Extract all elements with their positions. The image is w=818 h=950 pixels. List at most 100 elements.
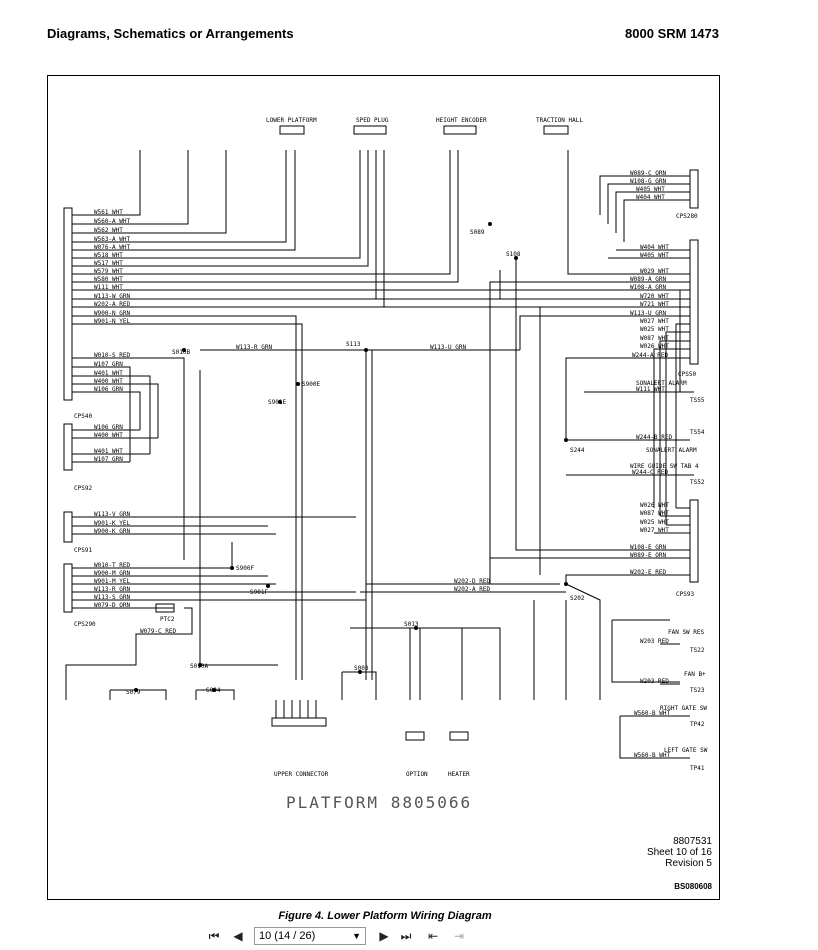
last-page-icon[interactable]: ⏭	[400, 929, 412, 943]
splice-s113	[364, 348, 368, 352]
next-page-icon[interactable]: ▶	[379, 929, 389, 943]
wg-tab4-label: WIRE GUIDE SW TAB 4	[630, 463, 699, 470]
b-can-wire-8: W113-U GRN	[630, 310, 667, 317]
wire-w079c: W079-C RED	[140, 628, 177, 635]
splice-s202	[564, 582, 568, 586]
fan-b-label: FAN B+	[684, 671, 706, 678]
a-can-wire-7: W517 WHT	[94, 260, 123, 267]
go-back-icon[interactable]: ⇤	[427, 929, 439, 943]
b-can-wire-10: W025 WHT	[640, 326, 669, 333]
upper-connector-label: UPPER CONNECTOR	[274, 771, 329, 778]
upper-connector-body	[271, 717, 327, 727]
sheet-info: 8807531 Sheet 10 of 16 Revision 5 BS0806…	[612, 836, 712, 892]
b-can-wire-11: W087 WHT	[640, 335, 669, 342]
wiring-diagram: LOWER PLATFORM SPED PLUG HEIGHT ENCODER …	[63, 117, 708, 812]
chevron-down-icon: ▼	[352, 931, 361, 941]
handle-wire-7: W202-E RED	[630, 569, 667, 576]
tp41-label: TP41	[690, 765, 705, 772]
splice-s202-label: S202	[570, 595, 585, 602]
can-port-wire-3: W900-K GRN	[94, 528, 131, 535]
splice-s004	[212, 688, 216, 692]
first-page-icon[interactable]: ⏮	[208, 929, 220, 943]
splice-s108-label: S108	[506, 251, 521, 258]
ptc2-label: PTC2	[160, 616, 175, 623]
splice-s010b-label: S010B	[172, 349, 190, 356]
a-can-wire-6: W518 WHT	[94, 252, 123, 259]
go-forward-icon[interactable]: ⇥	[453, 929, 465, 943]
b-can-wire-5: W108-A GRN	[630, 284, 667, 291]
mt-lower-wire-1: W106 GRN	[94, 424, 123, 431]
b-can-wire-2: W405 WHT	[640, 252, 669, 259]
height-encoder-label: HEIGHT ENCODER	[436, 117, 487, 124]
b-can-wire-6: W720 WHT	[640, 293, 669, 300]
can-port-connector-body	[63, 511, 73, 543]
tp42-label: TP42	[690, 721, 705, 728]
b-can-wire-3: W029 WHT	[640, 268, 669, 275]
ts55-label: TS55	[690, 397, 705, 404]
heater-label: HEATER	[448, 771, 470, 778]
can-port-wire-1: W113-V GRN	[94, 511, 131, 518]
a-can-wire-11: W113-W GRN	[94, 293, 131, 300]
sheet-number: Sheet 10 of 16	[646, 847, 712, 858]
wire-w203a: W203 RED	[640, 638, 669, 645]
a-can-wire-4: W563-A WHT	[94, 236, 131, 243]
height-encoder-connector-body	[443, 125, 477, 135]
right-gate-sw2-label: RIGHT GATE SW	[660, 705, 707, 712]
ts23-label: TS23	[690, 687, 705, 694]
splice-s900e-label: S900E	[302, 381, 320, 388]
page-header: Diagrams, Schematics or Arrangements 800…	[47, 26, 719, 46]
b-can-connector-body	[689, 239, 699, 365]
splice-s003-label: S003	[354, 665, 369, 672]
previous-page-icon[interactable]: ◀	[233, 929, 243, 943]
splice-s013-label: S013	[404, 621, 419, 628]
b-can-wire-4: W089-A GRN	[630, 276, 667, 283]
splice-s901f-label: S901F	[250, 589, 268, 596]
a-can-wire-2: W560-A WHT	[94, 218, 131, 225]
handle-wire-2: W087 WHT	[640, 510, 669, 517]
splice-s079-label: S079	[126, 689, 141, 696]
splice-s089-label: S089	[470, 229, 485, 236]
dash-id: CPS290	[74, 621, 96, 628]
option-label: OPTION	[406, 771, 428, 778]
ts22-label: TS22	[690, 647, 705, 654]
sonalert-top-label: SONALERT ALARM	[636, 380, 687, 387]
section-title: Diagrams, Schematics or Arrangements	[47, 26, 294, 41]
a-can-wire-3: W562 WHT	[94, 227, 123, 234]
wire-w244b: W244-B RED	[636, 434, 673, 441]
dash-wire-6: W079-D ORN	[94, 602, 131, 609]
ts54-label: TS54	[690, 429, 705, 436]
splice-s244	[564, 438, 568, 442]
splice-s108	[514, 256, 518, 260]
a-can-wire-12: W202-A RED	[94, 301, 131, 308]
handle-wire-1: W026 WHT	[640, 502, 669, 509]
handle-wire-3: W025 WHT	[640, 519, 669, 526]
wire-w203b: W203 RED	[640, 678, 669, 685]
sped-plug-label: SPED PLUG	[356, 117, 389, 124]
drawing-number: 8807531	[673, 836, 712, 847]
ts52-label: TS52	[690, 479, 705, 486]
multi-turn-connector-body	[63, 423, 73, 471]
can-port-wire-2: W901-K YEL	[94, 520, 131, 527]
diagram-frame	[47, 75, 720, 900]
splice-s113-label: S113	[346, 341, 361, 348]
multi-turn-id: CPS92	[74, 485, 92, 492]
dash-wire-2: W900-M GRN	[94, 570, 131, 577]
traction-hall-label: TRACTION HALL	[536, 117, 583, 124]
wire-w560b2: W560-B WHT	[634, 752, 671, 759]
a-can-wire-9: W580 WHT	[94, 276, 123, 283]
a-can-wire-8: W579 WHT	[94, 268, 123, 275]
wire-w244c: W244-C RED	[632, 469, 669, 476]
mt-wire-5: W106 GRN	[94, 386, 123, 393]
splice-s003	[358, 670, 362, 674]
sped-plug-connector-body	[353, 125, 387, 135]
splice-s004-label: S004	[206, 687, 221, 694]
page-select[interactable]: 10 (14 / 26) ▼	[254, 927, 366, 945]
revision: Revision 5	[665, 858, 712, 869]
pdf-toolbar: ⏮ ◀ 10 (14 / 26) ▼ ▶ ⏭ ⇤ ⇥	[0, 924, 818, 950]
splice-s089	[488, 222, 492, 226]
splice-s010b	[182, 348, 186, 352]
auto-center-connector-body	[689, 169, 699, 209]
a-can-wire-14: W901-N YEL	[94, 318, 131, 325]
splice-s010a-label: S010A	[190, 663, 208, 670]
figure-caption: Figure 4. Lower Platform Wiring Diagram	[278, 910, 492, 922]
